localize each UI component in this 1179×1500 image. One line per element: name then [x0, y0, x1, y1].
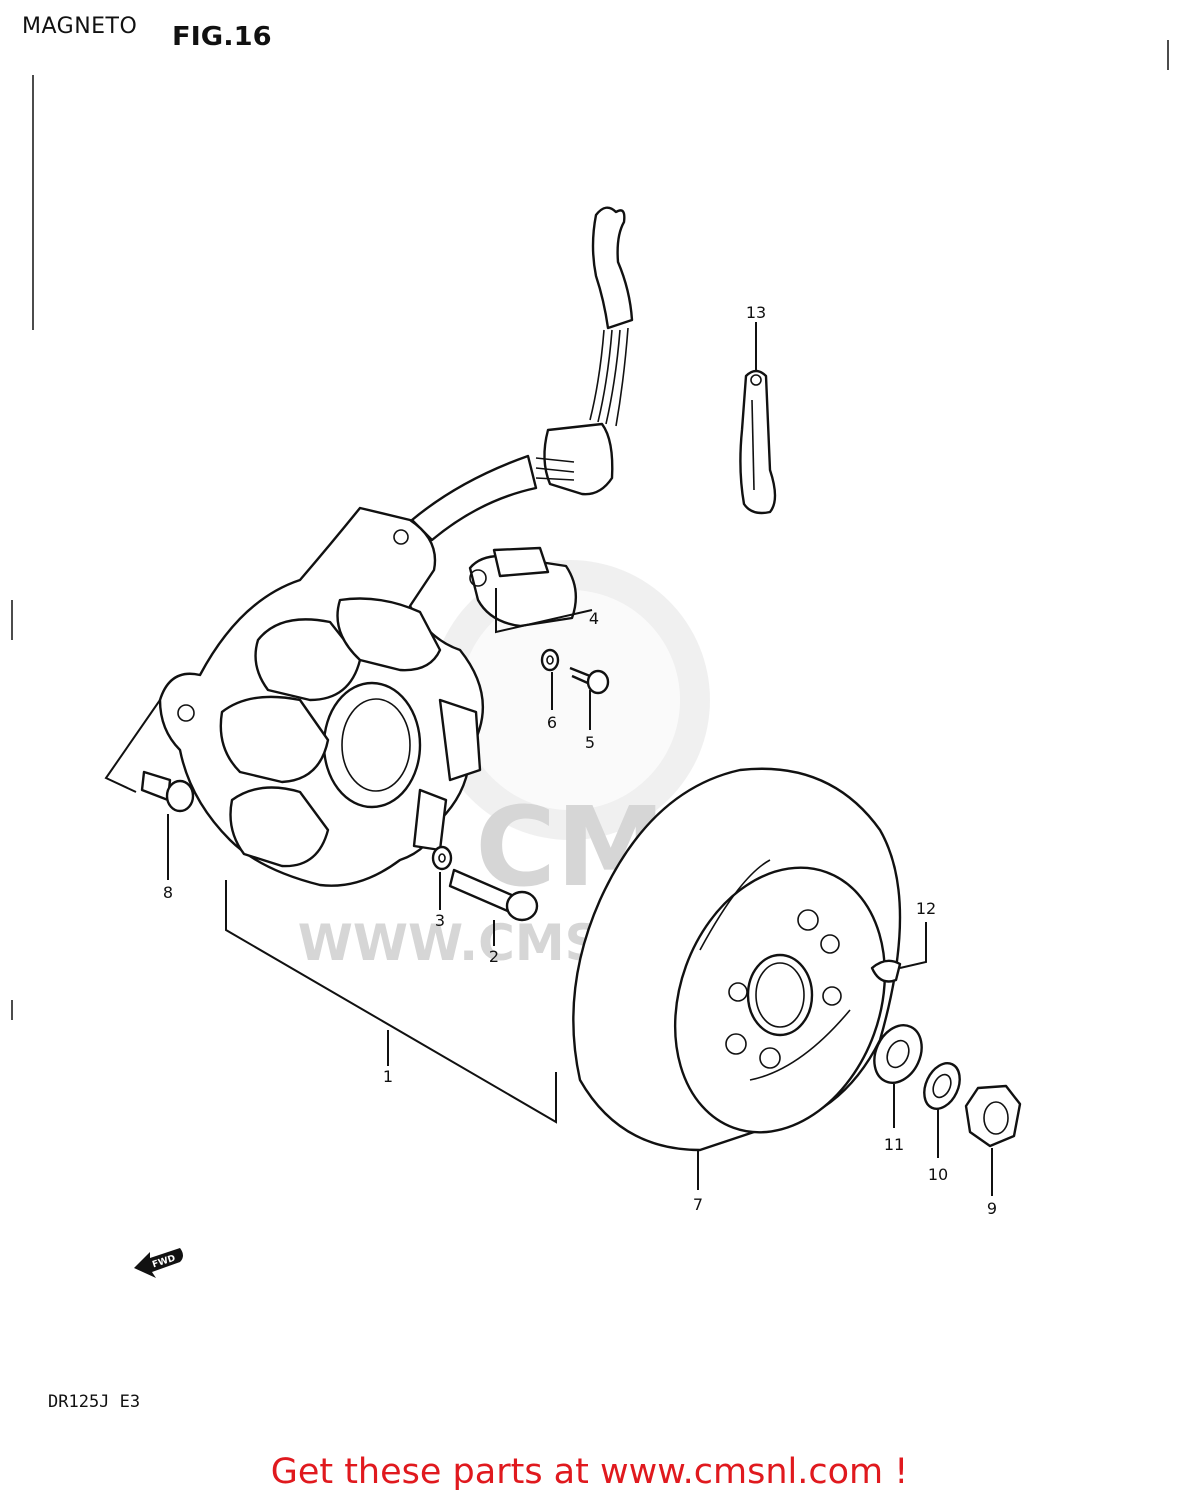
screw-8	[140, 770, 195, 813]
model-code: DR125J E3	[48, 1392, 141, 1412]
callout-10: 10	[928, 1165, 948, 1184]
wire-harness	[410, 206, 634, 542]
stator-assembly	[158, 506, 485, 887]
callout-1: 1	[383, 1067, 393, 1086]
callout-9: 9	[987, 1199, 997, 1218]
callout-11: 11	[884, 1135, 904, 1154]
callout-3: 3	[435, 911, 445, 930]
washer-6	[540, 648, 560, 672]
nut-9	[964, 1084, 1022, 1148]
bolt-2	[448, 868, 539, 922]
fwd-arrow-icon: FWD	[134, 1248, 183, 1278]
callout-7: 7	[693, 1195, 703, 1214]
screw-5	[569, 666, 610, 695]
leader-lines	[104, 322, 993, 1196]
scan-edge-marks	[11, 40, 1169, 1020]
washer-11	[873, 1024, 923, 1084]
wire-clamp	[739, 369, 777, 515]
callout-13: 13	[746, 303, 766, 322]
fwd-label: FWD	[151, 1254, 176, 1271]
footer-link[interactable]: Get these parts at www.cmsnl.com !	[270, 1452, 909, 1492]
callout-2: 2	[489, 947, 499, 966]
callout-12: 12	[916, 899, 936, 918]
callout-5: 5	[585, 733, 595, 752]
figure-label: FIG.16	[172, 22, 272, 52]
flywheel-rotor	[572, 767, 902, 1152]
callout-numbers: 1 2 3 4 5 6 7 8 9 10 11 12 13	[163, 303, 997, 1218]
callout-8: 8	[163, 883, 173, 902]
callout-6: 6	[547, 713, 557, 732]
lock-washer-10	[923, 1062, 961, 1110]
washer-3	[431, 845, 453, 871]
woodruff-key	[870, 959, 902, 983]
section-title: MAGNETO	[22, 14, 138, 39]
callout-4: 4	[589, 609, 599, 628]
